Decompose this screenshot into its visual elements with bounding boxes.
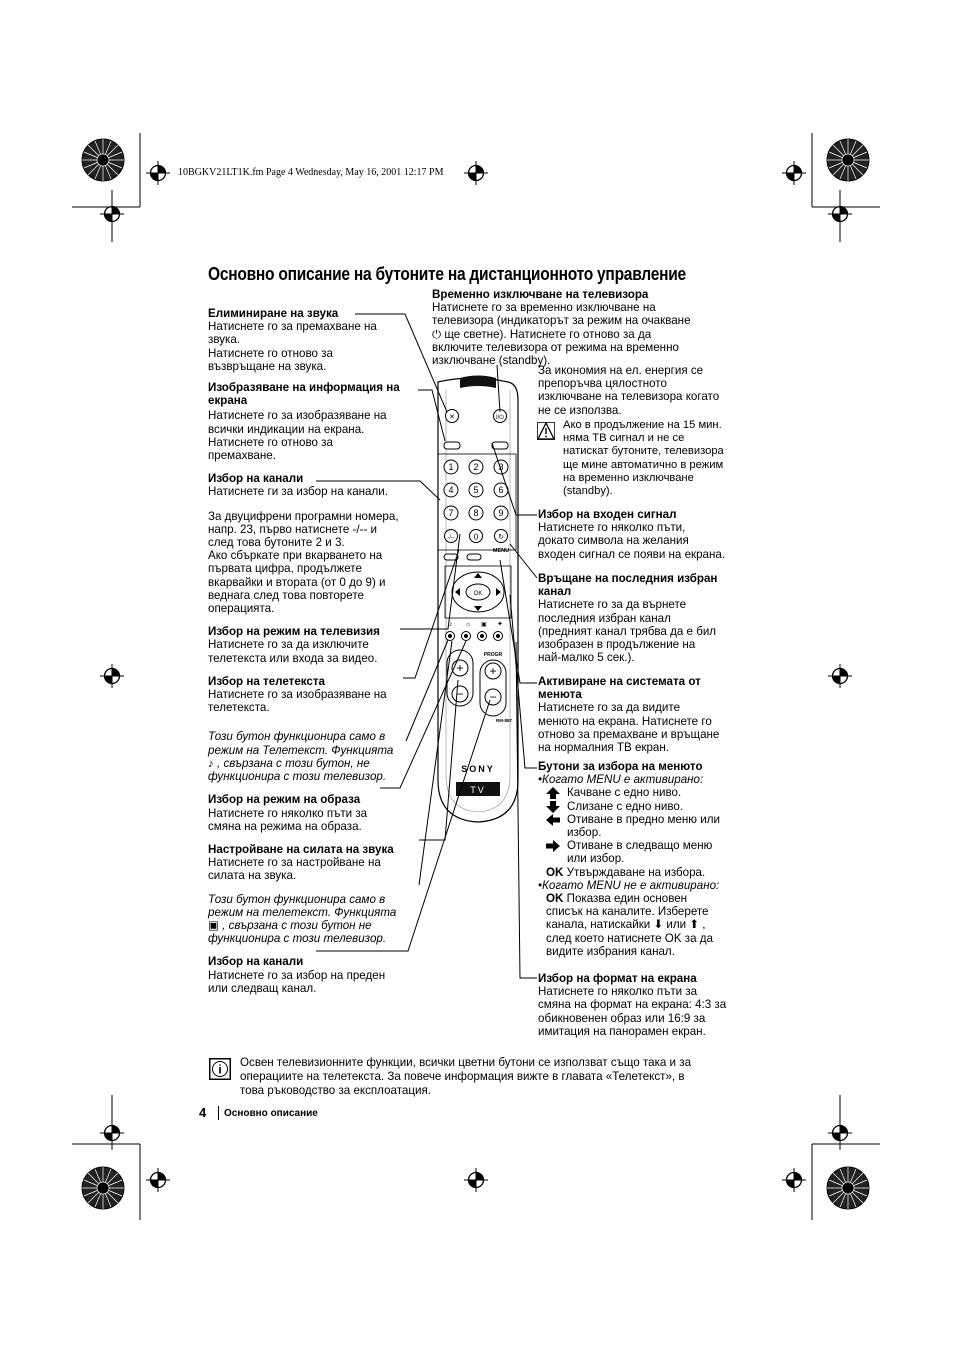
tv-button[interactable] <box>443 553 459 561</box>
standby-desc: Временно изключване на телевизора Натисн… <box>432 288 691 368</box>
arrow-left-icon <box>546 813 560 826</box>
svg-text:▣: ▣ <box>481 622 487 628</box>
svg-text:PROGR: PROGR <box>484 652 503 658</box>
svg-text:♪: ♪ <box>449 621 453 628</box>
mute-button[interactable] <box>445 409 459 423</box>
svg-text:−: − <box>489 690 496 704</box>
left-column: Елиминиране на звука Натиснете го за пре… <box>208 307 433 995</box>
svg-text:✦: ✦ <box>497 620 503 628</box>
svg-text:−: − <box>456 687 463 701</box>
two-digit-desc: За двуцифрени програмни номера,напр. 23,… <box>208 509 399 616</box>
digit-keypad: 1 2 3 4 5 6 7 8 9 <box>443 459 509 521</box>
menu-item-up: Качване с едно ниво. <box>538 786 753 800</box>
svg-text:MENU: MENU <box>493 548 509 554</box>
svg-text:OK: OK <box>474 591 483 597</box>
page-title: Основно описание на бутоните на дистанци… <box>208 263 686 284</box>
digit-5-button[interactable] <box>468 482 484 498</box>
footer-divider <box>218 1106 219 1120</box>
digit-4-label: 4 <box>448 485 453 495</box>
dash-button[interactable] <box>444 529 458 543</box>
digit-3-label: 3 <box>498 462 503 472</box>
last-channel-button[interactable] <box>494 529 508 543</box>
digit-0-button[interactable] <box>469 529 483 543</box>
ir-window <box>460 375 496 388</box>
page-number: 4 <box>199 1105 207 1120</box>
digit-8-button[interactable] <box>468 505 484 521</box>
svg-text:✕: ✕ <box>449 414 455 421</box>
input-select-desc: Избор на входен сигнал Натиснете го няко… <box>538 508 726 561</box>
svg-text:TV: TV <box>470 785 486 795</box>
menu-nav-desc: Бутони за избора на менюто •Когато MENU … <box>538 760 753 958</box>
digit-1-button[interactable] <box>443 459 459 475</box>
digit-3-button[interactable] <box>493 459 509 475</box>
svg-text:+: + <box>456 661 463 675</box>
digit-7-button[interactable] <box>443 505 459 521</box>
ok-button[interactable] <box>465 583 491 601</box>
digit-8-label: 8 <box>473 508 478 518</box>
svg-text:↻: ↻ <box>498 534 504 541</box>
digit-1-label: 1 <box>448 462 453 472</box>
file-header: 10BGKV21LT1K.fm Page 4 Wednesday, May 16… <box>178 167 444 178</box>
arrow-up-icon <box>546 787 560 800</box>
svg-text:i: i <box>218 1063 221 1077</box>
svg-text:I/⏻: I/⏻ <box>496 414 504 421</box>
digit-2-button[interactable] <box>468 459 484 475</box>
format-desc: Избор на формат на екрана Натиснете го н… <box>538 972 727 1038</box>
svg-text:SONY: SONY <box>461 764 495 774</box>
digit-5-label: 5 <box>473 485 478 495</box>
svg-text:+: + <box>489 664 496 678</box>
info-button[interactable] <box>443 441 461 450</box>
arrow-down-icon <box>546 800 560 813</box>
warning-icon <box>537 422 555 440</box>
volume-desc: Настройване на силата на звука Натиснете… <box>208 842 394 883</box>
digit-6-label: 6 <box>498 485 503 495</box>
picture-mode-desc: Избор на режим на образа Натиснете го ня… <box>208 793 368 833</box>
color-buttons: ♪ ☼ ▣ ✦ <box>445 620 503 641</box>
prog-updown-desc: Избор на канали Натиснете го за избор на… <box>208 955 386 995</box>
mute-desc: Елиминиране на звука Натиснете го за пре… <box>208 307 377 373</box>
menu-item-down: Слизане с едно ниво. <box>538 800 753 813</box>
remote-control: ✕ I/⏻ 1 2 3 4 5 6 7 8 9 -/-- 0 ↻ MENU OK ♪ ☼ ▣ ✦ +… <box>437 375 519 823</box>
tv-mode-desc: Избор на режим на телевизия Натиснете го… <box>208 625 380 665</box>
teletext-desc: Избор на телетекста Натиснете го за изоб… <box>208 674 387 715</box>
arrow-right-icon <box>546 840 560 853</box>
digit-9-label: 9 <box>498 508 503 518</box>
digit-9-button[interactable] <box>493 505 509 521</box>
footer-label: Основно описание <box>224 1108 318 1119</box>
teletext-button[interactable] <box>466 553 482 561</box>
digit-7-label: 7 <box>448 508 453 518</box>
svg-text:☼: ☼ <box>465 621 471 628</box>
digit-4-button[interactable] <box>443 482 459 498</box>
channel-select-desc: Избор на канали Натиснете ги за избор на… <box>208 472 388 499</box>
info-icon: i <box>209 1058 231 1080</box>
info-note: Освен телевизионните функции, всички цве… <box>240 1056 692 1098</box>
svg-text:0: 0 <box>474 533 479 542</box>
svg-text:-/--: -/-- <box>447 535 454 541</box>
tv-label-plate <box>456 782 500 796</box>
digit-2-label: 2 <box>473 462 478 472</box>
input-button[interactable] <box>491 441 509 450</box>
svg-text:RM-887: RM-887 <box>496 718 513 723</box>
standby-warning: Ако в продължение на 15 мин.няма ТВ сигн… <box>563 419 724 498</box>
